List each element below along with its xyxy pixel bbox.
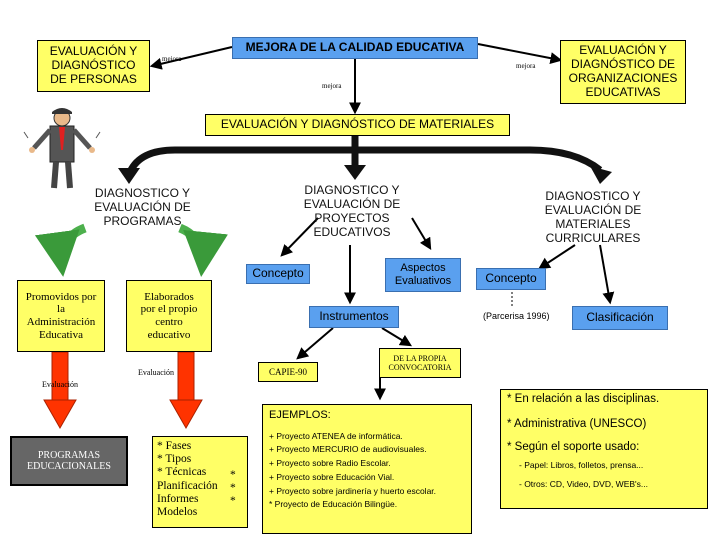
arrow-to-personas: [149, 46, 233, 70]
curriculares-concepto-box: Concepto: [476, 268, 546, 290]
organizaciones-box: EVALUACIÓN Y DIAGNÓSTICO DE ORGANIZACION…: [560, 40, 686, 104]
capie-box: CAPIE-90: [258, 362, 318, 382]
evaluacion-label-right: Evaluación: [138, 368, 174, 377]
green-arrow-right: [178, 223, 228, 277]
aspectos-box: Aspectos Evaluativos: [385, 258, 461, 292]
personas-box: EVALUACIÓN Y DIAGNÓSTICO DE PERSONAS: [37, 40, 150, 92]
proyectos-title: DIAGNOSTICO Y EVALUACIÓN DE PROYECTOS ED…: [303, 183, 401, 239]
ejemplo-item: * Proyecto de Educación Bilingüe.: [269, 499, 398, 510]
mejora-box: MEJORA DE LA CALIDAD EDUCATIVA: [232, 37, 478, 59]
clasificacion-subitem: - Papel: Libros, folletos, prensa...: [519, 459, 644, 470]
clasificacion-subitem: - Otros: CD, Video, DVD, WEB's...: [519, 479, 648, 490]
ejemplo-item: + Proyecto sobre Radio Escolar.: [269, 458, 391, 469]
programas-list-box: * Fases * Tipos * Técnicas Planificación…: [152, 436, 248, 528]
ejemplos-title: EJEMPLOS:: [269, 409, 331, 421]
branch-bracket: [126, 146, 603, 174]
promovidos-box: Promovidos por la Administración Educati…: [17, 280, 105, 352]
programas-title: DIAGNOSTICO Y EVALUACIÓN DE PROGRAMAS: [94, 186, 191, 228]
clasificacion-item: * Según el soporte usado:: [507, 441, 640, 454]
parcerisa-label: (Parcerisa 1996): [483, 311, 550, 321]
clasificacion-item: * Administrativa (UNESCO): [507, 418, 647, 431]
elaborados-box: Elaborados por el propio centro educativ…: [126, 280, 212, 352]
ejemplo-item: + Proyecto ATENEA de informática.: [269, 430, 403, 441]
curriculares-title: DIAGNOSTICO Y EVALUACIÓN DE MATERIALES C…: [544, 189, 642, 245]
clasificacion-details-box: * En relación a las disciplinas. * Admin…: [500, 389, 708, 509]
red-arrows: [43, 351, 203, 430]
ejemplos-box: EJEMPLOS: + Proyecto ATENEA de informáti…: [262, 404, 472, 534]
ejemplo-item: + Proyecto MERCURIO de audiovisuales.: [269, 444, 427, 455]
proyectos-concepto-box: Concepto: [246, 264, 310, 284]
programas-list: * Fases * Tipos * Técnicas Planificación…: [157, 440, 218, 519]
clasificacion-item: * En relación a las disciplinas.: [507, 393, 660, 405]
green-arrow-left: [34, 223, 87, 277]
evaluacion-label-left: Evaluación: [42, 380, 78, 389]
programas-educacionales-box: PROGRAMAS EDUCACIONALES: [10, 436, 128, 486]
arrow-to-organizaciones: [477, 43, 563, 65]
clasificacion-box: Clasificación: [572, 306, 668, 330]
label-mejora-left: mejora: [162, 55, 182, 63]
materiales-box: EVALUACIÓN Y DIAGNÓSTICO DE MATERIALES: [205, 114, 510, 136]
programas-list-stars: * * *: [230, 469, 236, 508]
label-mejora-right: mejora: [516, 62, 536, 70]
instrumentos-box: Instrumentos: [309, 306, 399, 328]
ejemplo-item: + Proyecto sobre jardinería y huerto esc…: [269, 485, 437, 496]
propia-convocatoria-box: DE LA PROPIA CONVOCATORIA: [379, 348, 461, 378]
label-mejora-center: mejora: [322, 82, 342, 90]
ejemplo-item: + Proyecto sobre Educación Vial.: [269, 471, 395, 482]
